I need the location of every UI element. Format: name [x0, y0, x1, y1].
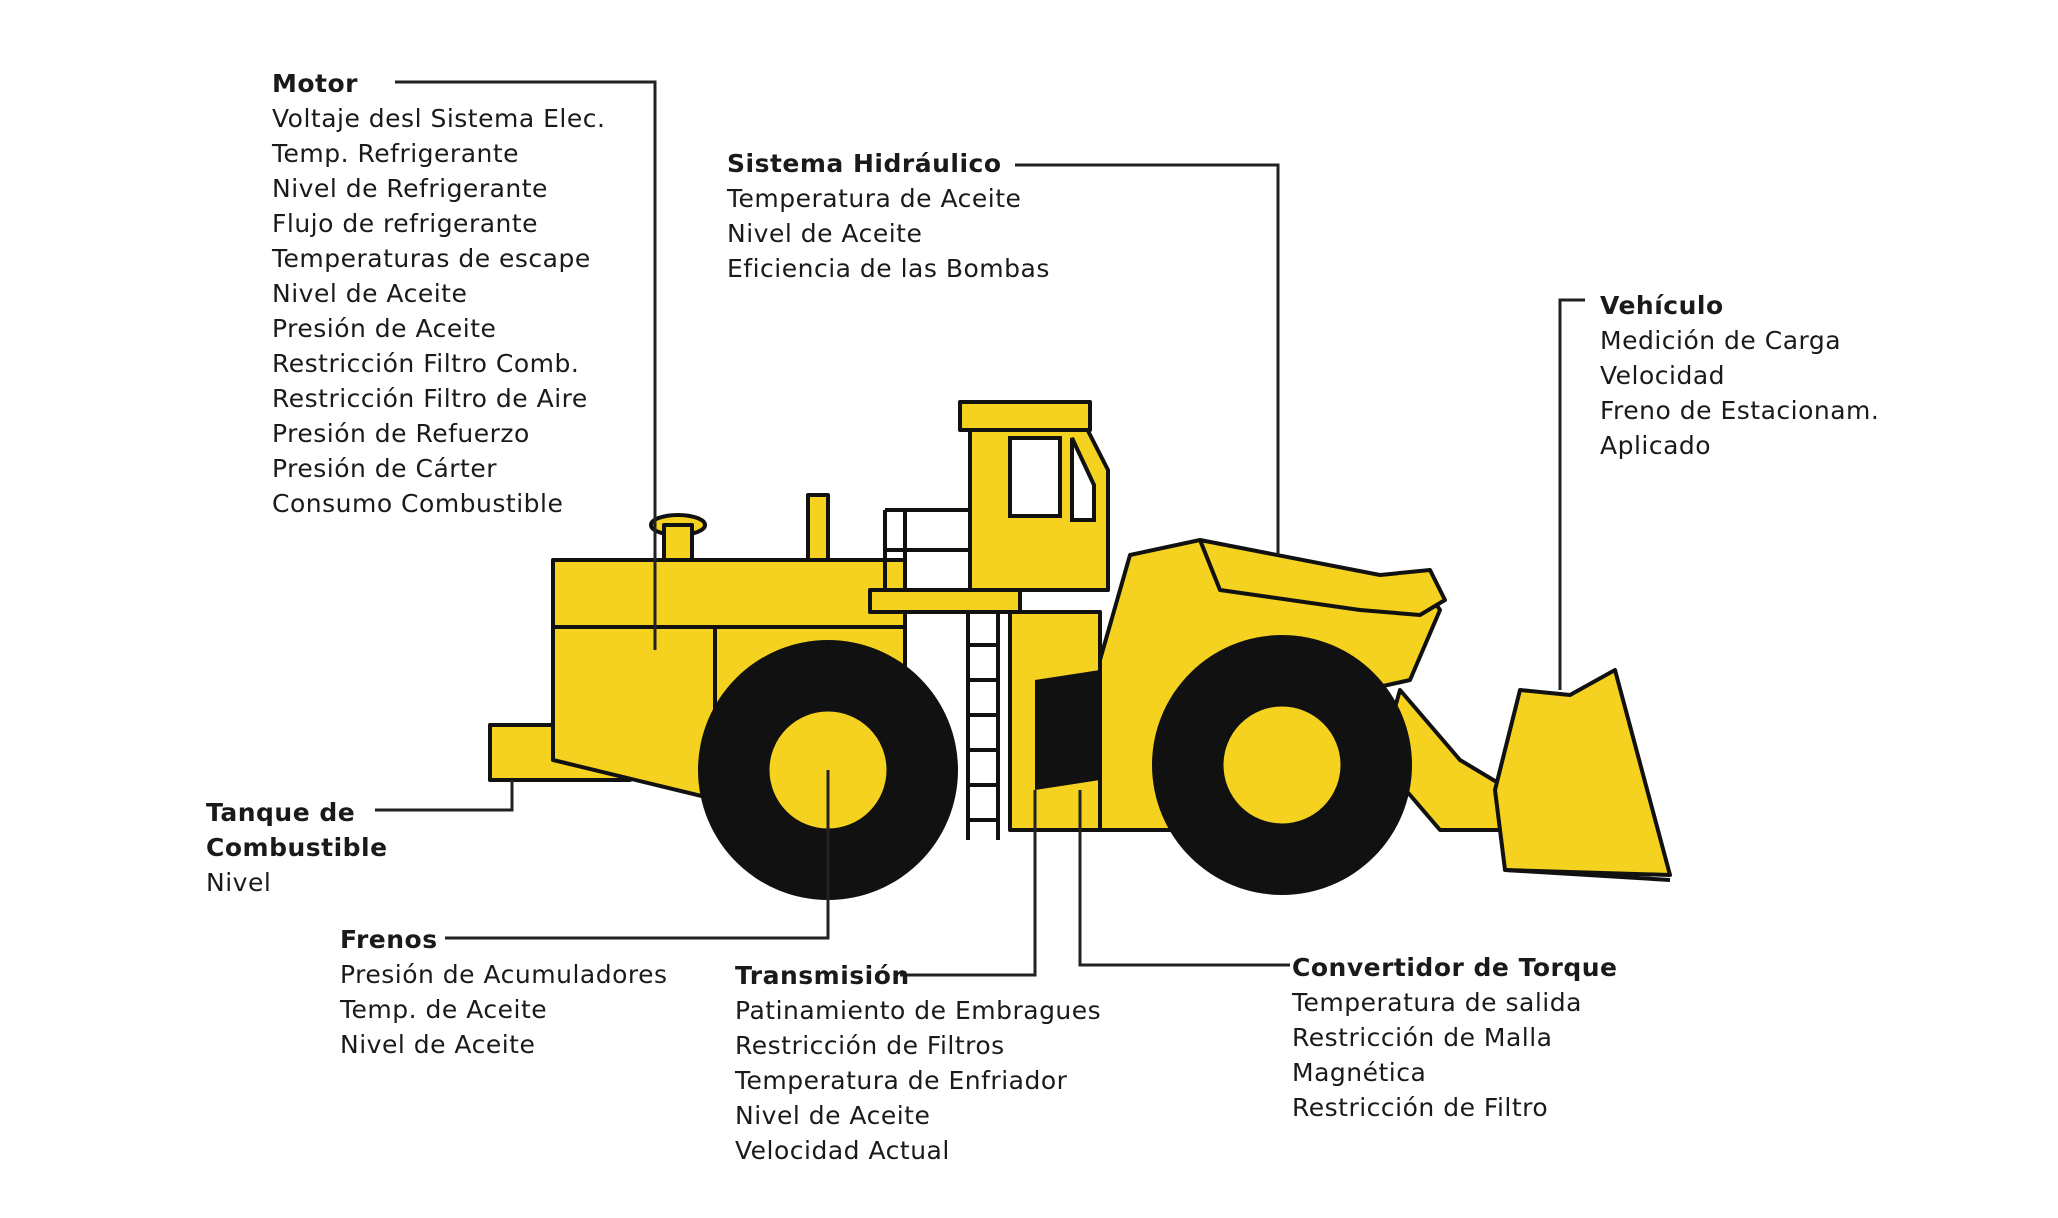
- convertidor-title: Convertidor de Torque: [1292, 953, 1618, 982]
- cab-window: [1008, 436, 1062, 518]
- transmision-item: Restricción de Filtros: [735, 1031, 1005, 1060]
- frenos-item: Presión de Acumuladores: [340, 960, 668, 989]
- motor-item: Consumo Combustible: [272, 489, 564, 518]
- label-hidraulico: Sistema Hidráulico Temperatura de Aceite…: [727, 146, 1050, 286]
- transmision-item: Temperatura de Enfriador: [735, 1066, 1068, 1095]
- transmision-item: Patinamiento de Embragues: [735, 996, 1102, 1025]
- transmision-item: Velocidad Actual: [735, 1136, 950, 1165]
- loader-body: [488, 400, 1672, 882]
- bucket-edge-line: [1504, 868, 1671, 882]
- ladder: [966, 612, 1000, 840]
- motor-item: Flujo de refrigerante: [272, 209, 539, 238]
- convertidor-item: Magnética: [1292, 1058, 1427, 1087]
- label-motor: Motor Voltaje desl Sistema Elec. Temp. R…: [272, 66, 605, 521]
- hidraulico-item: Nivel de Aceite: [727, 219, 923, 248]
- convertidor-item: Temperatura de salida: [1292, 988, 1582, 1017]
- exhaust-stack-shape: [806, 493, 830, 562]
- front-hub: [1220, 703, 1344, 827]
- motor-item: Presión de Aceite: [272, 314, 497, 343]
- lift-cylinder-shape: [1198, 538, 1447, 617]
- leader-line-vehiculo: [1558, 298, 1585, 690]
- tanque-title-line: Combustible: [206, 833, 388, 862]
- leader-line-tanque: [375, 780, 514, 812]
- frenos-item: Nivel de Aceite: [340, 1030, 536, 1059]
- leader-lines: [375, 80, 1585, 977]
- motor-item: Restricción Filtro Comb.: [272, 349, 580, 378]
- label-transmision: Transmisión Patinamiento de Embragues Re…: [735, 958, 1101, 1168]
- motor-item: Restricción Filtro de Aire: [272, 384, 588, 413]
- hidraulico-item: Eficiencia de las Bombas: [727, 254, 1050, 283]
- tanque-item: Nivel: [206, 868, 272, 897]
- hidraulico-item: Temperatura de Aceite: [727, 184, 1022, 213]
- tanque-title-line: Tanque de: [206, 798, 356, 827]
- motor-title: Motor: [272, 69, 359, 98]
- leader-line-convertidor: [1078, 790, 1290, 967]
- transmision-item: Nivel de Aceite: [735, 1101, 931, 1130]
- convertidor-item: Restricción de Filtro: [1292, 1093, 1549, 1122]
- motor-item: Temperaturas de escape: [272, 244, 591, 273]
- label-convertidor: Convertidor de Torque Temperatura de sal…: [1292, 950, 1617, 1125]
- air-filter-base-shape: [662, 523, 694, 562]
- frenos-item: Temp. de Aceite: [340, 995, 548, 1024]
- motor-item: Nivel de Aceite: [272, 279, 468, 308]
- leader-line-hidraulico: [1015, 163, 1280, 555]
- transmission-panel: [1035, 670, 1100, 790]
- label-frenos: Frenos Presión de Acumuladores Temp. de …: [340, 922, 668, 1062]
- hidraulico-title: Sistema Hidráulico: [727, 149, 1002, 178]
- motor-item: Presión de Cárter: [272, 454, 498, 483]
- label-tanque: Tanque de Combustible Nivel: [206, 795, 388, 900]
- bucket-shape: [1493, 668, 1672, 877]
- leader-line-frenos: [445, 770, 830, 940]
- vehiculo-item: Freno de Estacionam.: [1600, 396, 1880, 425]
- vehiculo-title: Vehículo: [1600, 291, 1724, 320]
- cab-roof-shape: [958, 400, 1092, 432]
- cab-window-side: [1070, 437, 1096, 522]
- handrail: [883, 508, 970, 590]
- vehiculo-item: Aplicado: [1600, 431, 1712, 460]
- motor-item: Presión de Refuerzo: [272, 419, 530, 448]
- vehiculo-item: Velocidad: [1600, 361, 1726, 390]
- leader-line-transmision: [900, 790, 1037, 977]
- motor-item: Temp. Refrigerante: [272, 139, 520, 168]
- frenos-title: Frenos: [340, 925, 438, 954]
- front-wheel: [1152, 635, 1412, 895]
- vehiculo-item: Medición de Carga: [1600, 326, 1842, 355]
- cab-deck-shape: [868, 588, 1022, 614]
- motor-item: Voltaje desl Sistema Elec.: [272, 104, 606, 133]
- label-vehiculo: Vehículo Medición de Carga Velocidad Fre…: [1600, 288, 1879, 463]
- transmision-title: Transmisión: [735, 961, 910, 990]
- leader-line-motor: [395, 80, 657, 650]
- convertidor-item: Restricción de Malla: [1292, 1023, 1553, 1052]
- motor-item: Nivel de Refrigerante: [272, 174, 548, 203]
